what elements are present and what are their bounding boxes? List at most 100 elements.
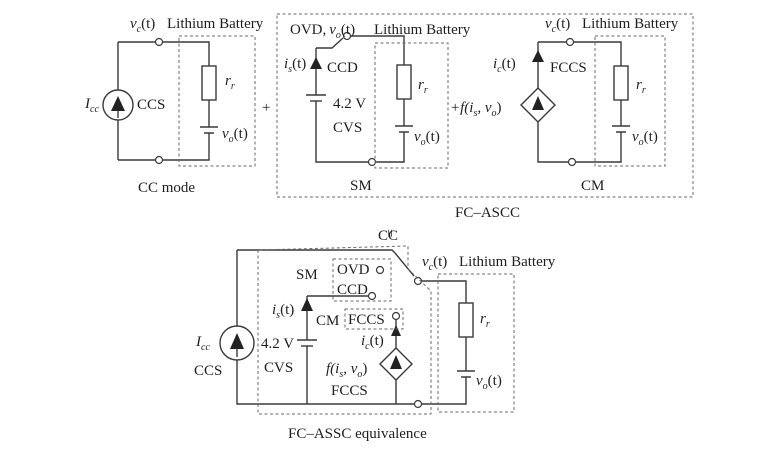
rr-label: rr: [480, 311, 490, 330]
terminal-node: [342, 31, 352, 41]
sm-left-wire: [315, 48, 368, 163]
terminal-node: [565, 37, 575, 47]
sm-battery-wire: [351, 35, 413, 163]
cc-mode-caption: CC mode: [138, 180, 195, 196]
plus-sign: +: [262, 100, 270, 116]
eq-battery-dashed-box: [437, 273, 515, 413]
cc-label: CC: [378, 228, 398, 244]
vc-label: vc(t): [130, 16, 155, 35]
cm-circuit: [520, 35, 666, 167]
cvs-label: CVS: [264, 360, 293, 376]
ccs-source: [219, 325, 255, 361]
vo-label: vo(t): [632, 129, 658, 148]
fccs-arrow: [532, 96, 544, 110]
is-label: is(t): [284, 56, 306, 75]
lithium-battery-label: Lithium Battery: [167, 16, 264, 32]
fccs-source: [379, 347, 413, 381]
cm-left-wire: [537, 41, 568, 163]
terminal-node: [154, 155, 164, 165]
terminal-node: [375, 265, 385, 275]
cm-label: CM: [316, 313, 339, 329]
ccs-label: CCS: [137, 97, 165, 113]
battery-wire: [163, 41, 218, 161]
ccs-outer-wire: [236, 249, 414, 405]
is-arrow: [310, 57, 322, 69]
fccs-label: FCCS: [331, 383, 368, 399]
cm-battery-dashed-box: [594, 35, 666, 167]
lithium-battery-label: Lithium Battery: [374, 22, 471, 38]
rr-label: rr: [225, 73, 235, 92]
fccs-source: [520, 87, 556, 123]
cm-resistor-rr: [613, 65, 629, 101]
ccd-label: CCD: [327, 60, 358, 76]
rr-label: rr: [636, 77, 646, 96]
vo-label: vo(t): [414, 129, 440, 148]
terminal-node: [413, 276, 423, 286]
is-arrow: [301, 298, 313, 311]
vo-label: vo(t): [476, 373, 502, 392]
cvs-voltage-label: 4.2 V: [261, 336, 294, 352]
ic-label: ic(t): [493, 56, 516, 75]
fccs-arrow: [390, 355, 402, 369]
vc-label: vc(t): [422, 254, 447, 273]
equals-sign: =: [381, 229, 397, 237]
fc-ascc-dashed-box: [276, 13, 694, 198]
terminal-node: [367, 157, 377, 167]
eq-battery-wire: [422, 280, 475, 405]
fccs-label: FCCS: [348, 312, 385, 328]
sm-caption: SM: [350, 178, 372, 194]
rr-label: rr: [418, 77, 428, 96]
lithium-battery-label: Lithium Battery: [582, 16, 679, 32]
terminal-node: [413, 399, 423, 409]
sm-labels: OVD,vo(t) Lithium Battery is(t) CCD 4.2 …: [284, 22, 502, 194]
ovd-vo-label: OVD,vo(t): [290, 22, 355, 41]
equivalence-labels: Icc CCS SM OVD CCD vc(t) Lithium Battery…: [194, 254, 556, 442]
terminal-node: [567, 157, 577, 167]
ic-label: ic(t): [361, 333, 384, 352]
cc-switch: [394, 252, 415, 277]
vo-label: vo(t): [222, 126, 248, 145]
f-is-vo-label: f(is, vo): [326, 361, 367, 380]
cvs-voltage-label: 4.2 V: [333, 96, 366, 112]
cc-mode-labels: vc(t) Lithium Battery Icc CCS rr vo(t) C…: [84, 16, 270, 196]
fc-assc-equivalence-caption: FC–ASSC equivalence: [288, 426, 427, 442]
ccs-arrow: [111, 96, 125, 111]
battery-dashed-box: [178, 35, 256, 167]
ccs-source: [102, 89, 134, 121]
resistor-rr: [201, 65, 217, 101]
sm-label: SM: [296, 267, 318, 283]
sm-battery-dashed-box: [374, 42, 449, 169]
cc-mode-circuit: [102, 35, 256, 167]
equivalence-circuit: [219, 245, 515, 415]
ccs-arrow: [230, 333, 244, 349]
eq-resistor-rr: [458, 302, 474, 338]
icc-label: Icc: [84, 96, 99, 115]
ccd-label: CCD: [337, 282, 368, 298]
terminal-node: [391, 311, 401, 321]
ic-arrow: [391, 325, 401, 336]
sm-circuit: [306, 31, 449, 169]
cm-labels: vc(t) Lithium Battery ic(t) FCCS rr vo(t…: [493, 16, 679, 194]
fccs-dashed-box: [344, 308, 404, 330]
is-label: is(t): [272, 302, 294, 321]
icc-label: Icc: [195, 334, 210, 353]
ic-arrow: [532, 50, 544, 62]
sm-resistor-rr: [396, 64, 412, 100]
ovd-ccd-dashed-box: [332, 258, 392, 302]
cm-battery-wire: [574, 41, 630, 163]
ccs-label: CCS: [194, 363, 222, 379]
fccs-label: FCCS: [550, 60, 587, 76]
fc-ascc-caption: FC–ASCC: [455, 205, 520, 221]
lithium-battery-label: Lithium Battery: [459, 254, 556, 270]
cvs-label: CVS: [333, 120, 362, 136]
cm-caption: CM: [581, 178, 604, 194]
ovd-label: OVD: [337, 262, 370, 278]
ccs-loop-wire: [117, 41, 155, 161]
f-is-vo-label: +f(is, vo): [450, 100, 502, 119]
vc-label: vc(t): [545, 16, 570, 35]
terminal-node: [367, 291, 377, 301]
ovd-switch-wire: [316, 37, 344, 49]
terminal-node: [154, 37, 164, 47]
